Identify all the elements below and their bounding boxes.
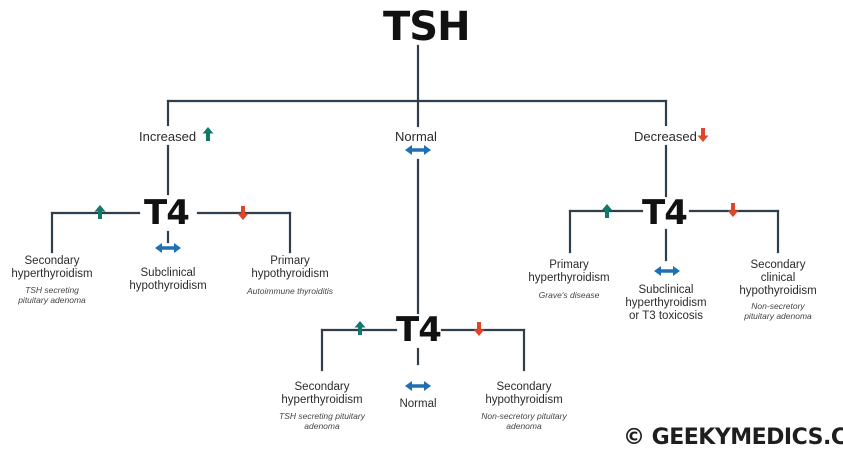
arrow-down-icon	[237, 206, 249, 220]
arrow-up-icon	[94, 205, 106, 219]
arrow-up-icon	[601, 204, 613, 218]
double-arrow-icon	[405, 145, 431, 155]
arrow-down-icon	[473, 322, 485, 336]
normal-middle-label: Normal	[399, 398, 437, 410]
arrow-down-icon	[697, 128, 709, 142]
double-arrow-icon	[155, 243, 181, 253]
branch-increased: Increased	[139, 130, 196, 143]
arrow-up-icon	[202, 127, 214, 141]
decreased-left-note: Grave's disease	[538, 290, 600, 300]
tsh-title: TSH	[383, 4, 471, 50]
branch-normal-label: Normal	[395, 129, 437, 144]
t4-node-increased: T4	[144, 193, 190, 233]
increased-right-note: Autoimmune thyroiditis	[247, 286, 333, 296]
branch-increased-label: Increased	[139, 129, 197, 144]
double-arrow-icon	[654, 266, 680, 276]
branch-normal: Normal	[395, 130, 437, 143]
t4-node-decreased: T4	[642, 193, 688, 233]
double-arrow-icon	[405, 381, 431, 391]
brand-watermark: © GEEKYMEDICS.COM	[623, 425, 843, 450]
arrow-down-icon	[727, 203, 739, 217]
arrow-up-icon	[354, 321, 366, 335]
branch-decreased: Decreased	[634, 130, 697, 143]
branch-decreased-label: Decreased	[634, 129, 697, 144]
t4-node-normal: T4	[396, 310, 442, 350]
